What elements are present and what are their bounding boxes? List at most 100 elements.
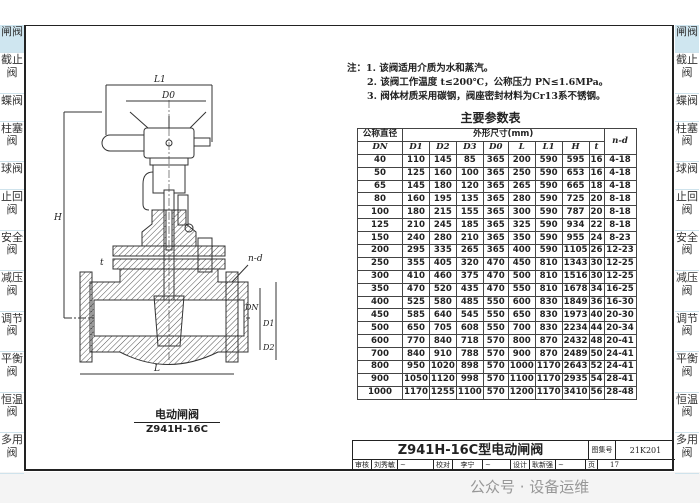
side-tab[interactable]: 柱塞阀	[0, 122, 24, 162]
side-tab[interactable]: 恒温阀	[675, 393, 699, 433]
motor	[101, 134, 145, 152]
side-tab[interactable]: 截止阀	[675, 53, 699, 94]
table-cell: 50	[357, 166, 403, 181]
side-tab[interactable]: 闸阀	[675, 25, 699, 53]
table-cell: 365	[482, 231, 509, 246]
side-tab[interactable]: 球阀	[675, 162, 699, 190]
side-tab[interactable]: 止回阀	[0, 190, 24, 231]
table-cell: 590	[534, 205, 563, 220]
table-cell: 8-18	[603, 205, 637, 220]
table-cell: 485	[455, 295, 484, 310]
title-block: Z941H-16C型电动闸阀 图集号 21K201 审核 刘秀敏 ~ 校对 李宁…	[352, 440, 675, 471]
side-tab[interactable]: 平衡阀	[675, 352, 699, 393]
label-L: L	[153, 364, 160, 374]
table-cell: 1516	[561, 269, 590, 284]
side-tab[interactable]: 蝶阀	[675, 94, 699, 122]
side-tab[interactable]: 柱塞阀	[675, 122, 699, 162]
table-cell: 840	[402, 347, 430, 362]
table-cell: 350	[357, 282, 403, 297]
table-cell: 595	[561, 153, 590, 168]
table-cell: 4-18	[603, 166, 637, 181]
table-cell: 365	[482, 153, 509, 168]
table-cell: 1170	[534, 385, 563, 400]
table-cell: 20-41	[603, 334, 637, 349]
table-cell: 950	[402, 360, 430, 374]
table-cell: 590	[534, 244, 563, 258]
side-tab[interactable]: 减压阀	[0, 271, 24, 312]
table-cell: 910	[428, 347, 457, 362]
table-cell: 545	[455, 308, 484, 323]
table-cell: 365	[482, 205, 509, 220]
side-tab[interactable]: 多用阀	[0, 433, 24, 474]
side-tab[interactable]: 减压阀	[675, 271, 699, 312]
table-cell: 450	[507, 256, 536, 271]
table-cell: 110	[402, 153, 430, 168]
table-cell: 450	[357, 308, 403, 323]
drawing-caption: 电动闸阀 Z941H-16C	[134, 408, 220, 436]
table-cell: 16-30	[603, 295, 637, 310]
side-tab[interactable]: 止回阀	[675, 190, 699, 231]
table-cell: 1100	[507, 372, 536, 387]
side-tab[interactable]: 平衡阀	[0, 352, 24, 393]
table-cell: 550	[482, 308, 509, 323]
side-tabs-left: 闸阀截止阀蝶阀柱塞阀球阀止回阀安全阀减压阀调节阀平衡阀恒温阀多用阀	[0, 25, 24, 474]
table-cell: 1105	[561, 244, 590, 258]
table-cell: 2489	[561, 347, 590, 362]
side-tab[interactable]: 截止阀	[0, 53, 24, 94]
table-cell: 1050	[402, 372, 430, 387]
table-cell: 590	[534, 231, 563, 246]
table-cell: 300	[357, 269, 403, 284]
table-cell: 52	[588, 360, 605, 374]
side-tab[interactable]: 球阀	[0, 162, 24, 190]
header-nd: n-d	[603, 128, 637, 155]
table-cell: 1170	[534, 360, 563, 374]
side-tab[interactable]: 调节阀	[0, 312, 24, 352]
side-tab[interactable]: 闸阀	[0, 25, 24, 53]
subheader-h: H	[561, 140, 590, 155]
table-cell: 125	[402, 166, 430, 181]
table-cell: 22	[588, 218, 605, 233]
side-tab[interactable]: 调节阀	[675, 312, 699, 352]
table-cell: 185	[455, 218, 484, 233]
table-cell: 180	[402, 205, 430, 220]
side-tab[interactable]: 多用阀	[675, 433, 699, 474]
table-cell: 125	[357, 218, 403, 233]
side-tab[interactable]: 安全阀	[675, 231, 699, 271]
side-tab[interactable]: 安全阀	[0, 231, 24, 271]
page-number: 17	[610, 461, 619, 469]
table-cell: 705	[428, 321, 457, 336]
subheader-l: L	[507, 140, 536, 155]
table-cell: 410	[402, 269, 430, 284]
table-cell: 215	[428, 205, 457, 220]
table-cell: 320	[455, 256, 484, 271]
label-D2: D2	[262, 343, 275, 352]
caption-title: 电动闸阀	[134, 408, 220, 423]
side-tab[interactable]: 恒温阀	[0, 393, 24, 433]
table-cell: 830	[534, 295, 563, 310]
table-cell: 640	[428, 308, 457, 323]
table-cell: 145	[402, 179, 430, 194]
table-cell: 20	[588, 205, 605, 220]
check-label: 校对	[434, 460, 453, 471]
table-cell: 44	[588, 321, 605, 336]
table-cell: 265	[507, 179, 536, 194]
table-cell: 600	[357, 334, 403, 349]
side-tab[interactable]: 蝶阀	[0, 94, 24, 122]
review-label: 审核	[353, 460, 372, 471]
label-D1: D1	[262, 319, 275, 328]
table-cell: 135	[455, 192, 484, 207]
table-cell: 470	[402, 282, 430, 297]
table-cell: 80	[357, 192, 403, 207]
table-cell: 24	[588, 231, 605, 246]
table-cell: 400	[507, 244, 536, 258]
